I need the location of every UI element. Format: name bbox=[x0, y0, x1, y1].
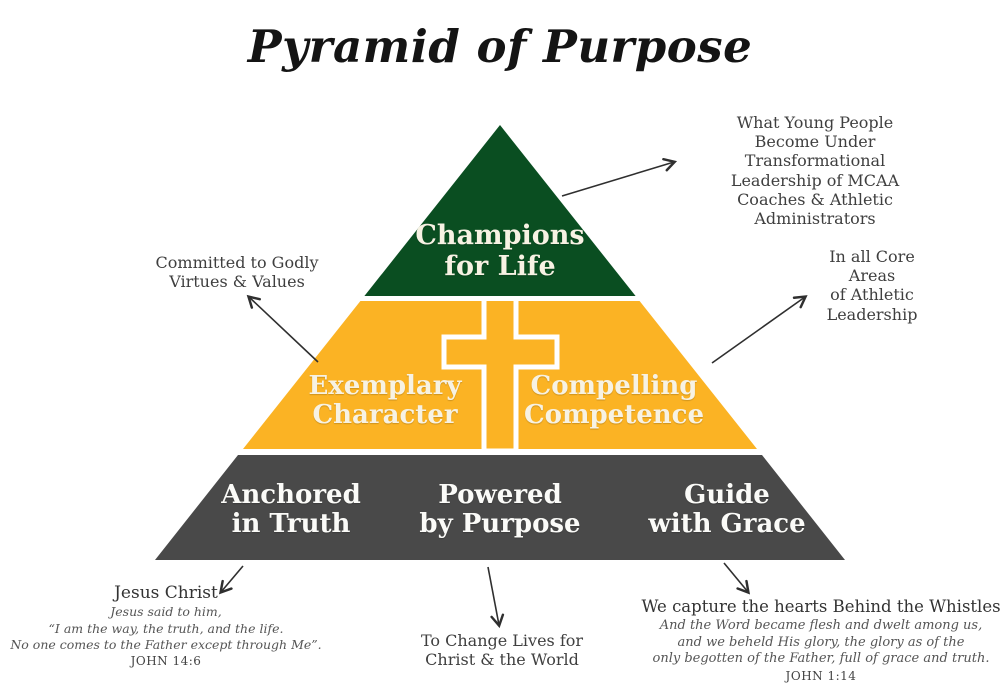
scripture-quote: Jesus said to him, “I am the way, the tr… bbox=[10, 604, 322, 652]
note-bottom-right-scripture: We capture the hearts Behind the Whistle… bbox=[641, 597, 1000, 683]
pyramid-top-tier bbox=[364, 125, 636, 296]
note-bottom-center: To Change Lives for Christ & the World bbox=[420, 631, 584, 670]
scripture-quote: And the Word became flesh and dwelt amon… bbox=[652, 617, 990, 667]
scripture-reference: JOHN 14:6 bbox=[130, 654, 202, 668]
note-middle-right: In all Core Areas of Athletic Leadership bbox=[826, 247, 918, 324]
tier-label-guide-with-grace: Guide with Grace bbox=[648, 480, 806, 540]
pyramid-bottom-tier bbox=[155, 455, 845, 560]
cross-icon bbox=[441, 299, 560, 454]
arrow-to-bottom-right-note bbox=[723, 562, 751, 595]
arrow-to-bottom-left-note bbox=[218, 565, 244, 595]
note-top-right: What Young People Become Under Transform… bbox=[730, 113, 900, 228]
page-title: Pyramid of Purpose bbox=[247, 20, 753, 73]
tier-label-powered-by-purpose: Powered by Purpose bbox=[419, 480, 581, 540]
scripture-heading: We capture the hearts Behind the Whistle… bbox=[641, 597, 1000, 616]
scripture-heading: Jesus Christ bbox=[114, 583, 218, 603]
tier-label-compelling-competence: Compelling Competence bbox=[523, 371, 705, 431]
arrow-to-bottom-center-note bbox=[487, 566, 505, 629]
pyramid-middle-tier bbox=[243, 301, 757, 449]
note-bottom-left-scripture: Jesus Christ Jesus said to him, “I am th… bbox=[10, 583, 321, 668]
scripture-reference: JOHN 1:14 bbox=[785, 669, 857, 684]
arrow-to-top-right-note bbox=[561, 157, 678, 197]
arrow-to-left-note bbox=[246, 294, 319, 363]
tier-label-champions-for-life: Champions for Life bbox=[415, 220, 585, 282]
tier-label-exemplary-character: Exemplary Character bbox=[308, 371, 462, 431]
arrow-to-right-note bbox=[711, 295, 808, 364]
note-middle-left: Committed to Godly Virtues & Values bbox=[155, 253, 319, 292]
tier-label-anchored-in-truth: Anchored in Truth bbox=[221, 480, 361, 540]
